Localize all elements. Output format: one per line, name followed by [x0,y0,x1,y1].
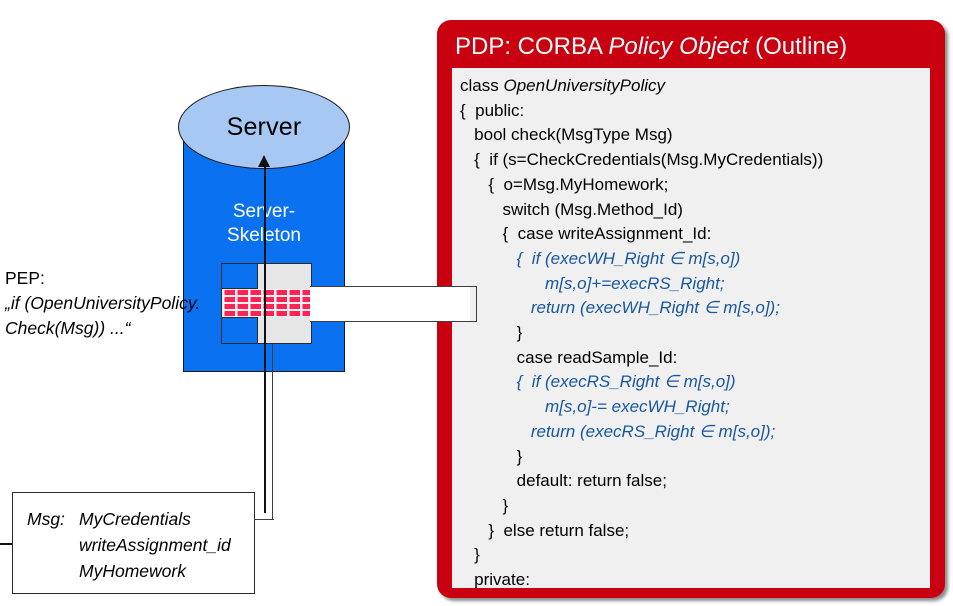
code-line: } else return false; [460,520,630,540]
pep-caption-line2: Check(Msg)) ...“ [5,318,131,338]
message-flow-arrow-head [258,155,270,167]
pep-pdp-connector-end [469,286,477,322]
msg-value-method: writeAssignment_id [79,535,231,555]
code-line: { public: [460,100,525,120]
msg-row: Msg: MyCredentials [27,506,254,532]
code-line: { case writeAssignment_Id: [460,224,712,244]
code-line: { o=Msg.MyHomework; [460,174,669,194]
pep-pdp-connector-body [310,286,470,322]
code-line: class OpenUniversityPolicy [460,74,930,99]
msg-box-connector-vertical [272,344,274,520]
pep-caption-line1: „if (OpenUniversityPolicy. [5,293,201,313]
inbound-arrow-shaft [0,543,22,545]
msg-box: Msg: MyCredentials writeAssignment_id My… [12,492,255,594]
server-label: Server [226,112,302,141]
code-line: { if (s=CheckCredentials(Msg.MyCredentia… [460,150,824,170]
code-line: switch (Msg.Method_Id) [460,199,683,219]
code-line: return (execWH_Right ∈ m[s,o]); [460,298,780,318]
msg-value-object: MyHomework [79,561,186,581]
pep-caption-title: PEP: [5,268,45,288]
code-line: } [460,545,480,565]
code-classname: OpenUniversityPolicy [503,76,666,95]
code-line: { if (execWH_Right ∈ m[s,o]) [460,248,741,268]
pep-box-notch-bottom [222,317,258,343]
code-line: } [460,323,523,343]
server-skeleton-label: Server- Skeleton [183,200,345,248]
msg-box-connector-horizontal [254,519,274,521]
code-line: private: [460,570,530,588]
code-keyword: class [460,76,504,95]
pdp-title-italic: Policy Object [608,33,749,60]
pep-caption: PEP: „if (OpenUniversityPolicy. Check(Ms… [5,266,200,341]
pep-box-notch-top [222,264,258,289]
msg-label: Msg: [27,509,65,529]
pdp-title-plain-1: PDP: CORBA [455,33,609,60]
pdp-panel-title: PDP: CORBA Policy Object (Outline) [455,33,847,61]
code-line: } [460,495,509,515]
code-line: m[s,o]-= execWH_Right; [460,397,730,417]
message-flow-arrow-shaft [264,163,266,513]
code-line: { if (execRS_Right ∈ m[s,o]) [460,372,736,392]
brick-mortar-pattern [222,289,311,317]
code-line: } [460,446,523,466]
code-line: bool check(MsgType Msg) [460,125,673,145]
pdp-title-plain-2: (Outline) [748,33,848,60]
code-line: default: return false; [460,471,667,491]
code-line: m[s,o]+=execRS_Right; [460,273,725,293]
code-line: case readSample_Id: [460,347,678,367]
pdp-code-listing: class OpenUniversityPolicy { public: boo… [452,68,930,588]
msg-value-credentials: MyCredentials [79,509,191,529]
brick-wall-icon [222,289,311,317]
code-line: return (execRS_Right ∈ m[s,o]); [460,421,776,441]
